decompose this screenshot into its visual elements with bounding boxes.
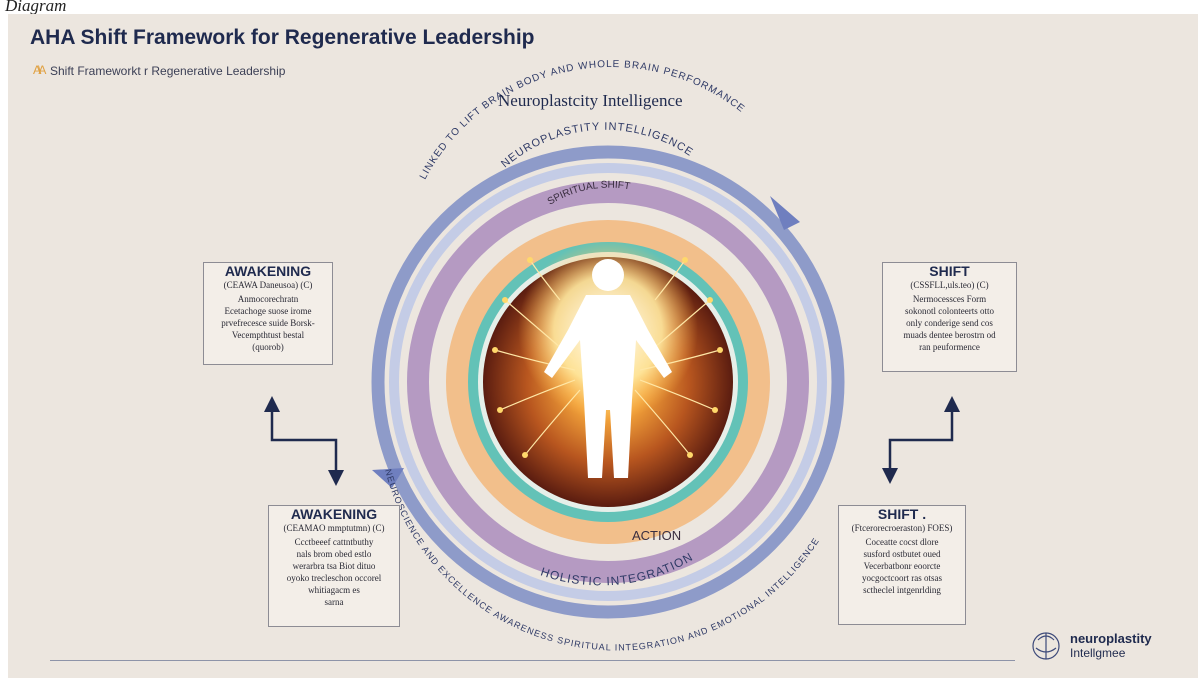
footer-divider [50, 660, 1015, 661]
outer-ring-inner [389, 163, 827, 601]
page-subtitle: Shift Frameworkt r Regenerative Leadersh… [50, 64, 286, 78]
logo-wordmark: neuroplastity Intellgmee [1070, 631, 1152, 661]
awakening-top-box: AWAKENING (CEAWA Daneusoa) (C) Anmocorec… [203, 262, 333, 365]
box-subheading: (CEAMAO mmptutmn) (C) [283, 523, 385, 533]
awakening-bottom-box: AWAKENING (CEAMAO mmptutmn) (C) Ccctbeee… [268, 505, 400, 627]
action-ring-label: ACTION [632, 528, 681, 543]
shift-top-box: SHIFT (CSSFLL,uls.teo) (C) Nermocessces … [882, 262, 1017, 372]
box-subheading: (CEAWA Daneusoa) (C) [223, 280, 313, 290]
logo-line-2: Intellgmee [1070, 646, 1126, 660]
neuron-nodes [492, 257, 723, 458]
logo-line-1: neuroplastity [1070, 631, 1152, 646]
left-arrow-down-head [328, 470, 344, 486]
top-ring-title: Neuroplastcity Intelligence [498, 91, 683, 110]
box-heading: SHIFT [929, 263, 970, 279]
outer-ring [371, 145, 845, 619]
outer-arc-text: LINKED TO LIFT BRAIN BODY AND WHOLE BRAI… [418, 59, 747, 181]
box-subheading: (Ftcerorecroeraston) FOES) [851, 523, 953, 533]
box-subheading: (CSSFLL,uls.teo) (C) [910, 280, 989, 290]
left-connector-arrow [270, 410, 338, 470]
right-arrow-down-head [882, 468, 898, 484]
corner-label: Diagram [5, 0, 67, 15]
box-body: Nermocessces Form sokonotl colonteerts o… [903, 294, 996, 352]
box-body: Anmocorechratn Ecetachoge suose irome pr… [221, 294, 315, 352]
right-connector-arrow [888, 412, 954, 468]
shift-bottom-box: SHIFT . (Ftcerorecroeraston) FOES) Cocea… [838, 505, 966, 625]
box-heading: SHIFT . [877, 506, 927, 522]
ring-arrowhead-top [770, 196, 800, 230]
subtitle-logo-mark: A\A [33, 63, 46, 77]
box-heading: AWAKENING [290, 506, 378, 522]
page-title: AHA Shift Framework for Regenerative Lea… [30, 26, 535, 49]
ring-arrowhead-bottom [372, 468, 404, 488]
right-arrow-up-head [944, 396, 960, 412]
neuro-ring [407, 181, 809, 583]
box-body: Coceatte cocst dlore susford ostbutet ou… [862, 537, 942, 595]
box-heading: AWAKENING [224, 263, 312, 279]
brain-logo-icon [1032, 632, 1060, 660]
left-arrow-up-head [264, 396, 280, 412]
human-figure [544, 259, 672, 478]
box-body: Ccctbeeef cattntbuthy nals brom obed est… [286, 537, 382, 607]
